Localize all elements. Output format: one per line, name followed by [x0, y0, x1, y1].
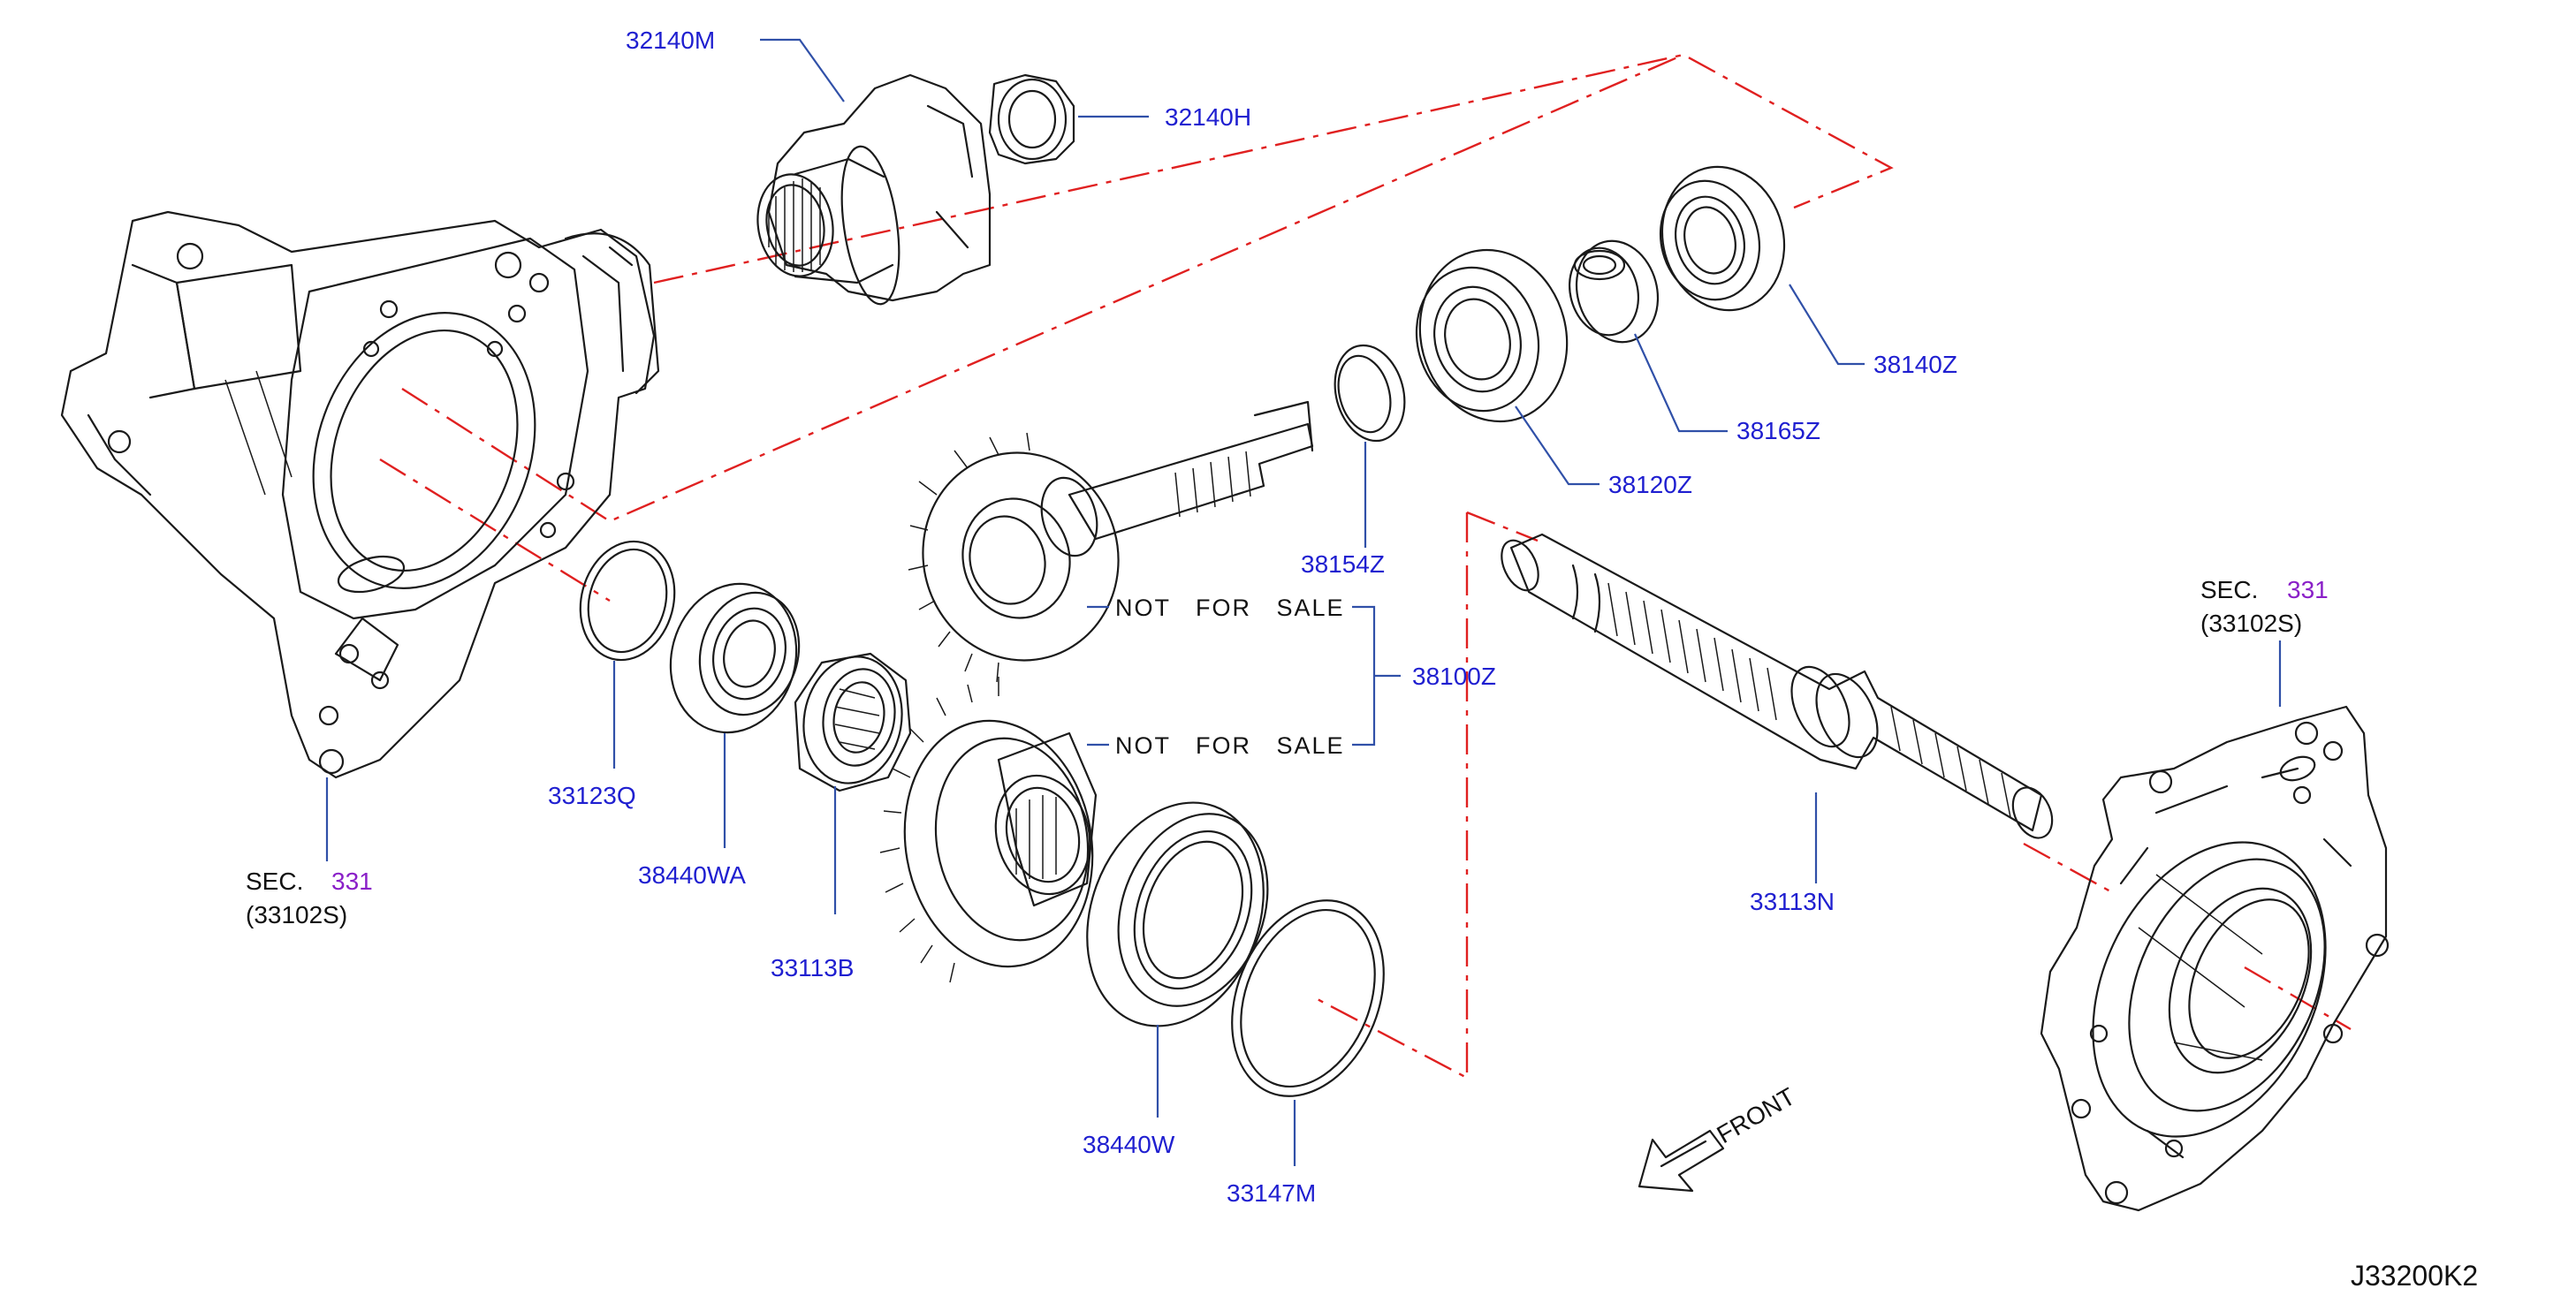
sec-right-prefix: SEC. — [2200, 576, 2258, 603]
part-32140M-flange — [756, 73, 992, 306]
label-32140H: 32140H — [1165, 103, 1251, 131]
part-32140H-nut — [988, 73, 1075, 165]
sec-left-prefix: SEC. — [246, 868, 303, 895]
label-38140Z: 38140Z — [1873, 351, 1957, 378]
part-33123Q-snap-ring — [579, 540, 676, 662]
part-38165Z-sleeve — [1568, 239, 1660, 344]
section-ref-left: SEC. 331 (33102S) — [246, 868, 373, 928]
sec-right-code: (33102S) — [2200, 610, 2302, 637]
label-38440WA: 38440WA — [638, 861, 746, 889]
label-33113B: 33113B — [771, 954, 854, 981]
label-33123Q: 33123Q — [548, 782, 636, 809]
label-38440W: 38440W — [1083, 1131, 1175, 1158]
part-33113B-lock-nut — [794, 652, 912, 792]
part-38140Z-bearing — [1659, 165, 1786, 312]
label-32140M: 32140M — [626, 27, 715, 54]
transfer-case-housing — [60, 210, 660, 779]
section-ref-right: SEC. 331 (33102S) — [2200, 576, 2329, 637]
label-38165Z: 38165Z — [1736, 417, 1820, 444]
label-38120Z: 38120Z — [1608, 471, 1692, 498]
ring-gear — [879, 677, 1098, 983]
front-direction-arrow: FRONT — [1638, 1082, 1800, 1193]
sec-left-number: 331 — [331, 868, 373, 895]
label-33147M: 33147M — [1227, 1179, 1316, 1207]
part-number-labels: 32140M 32140H 38140Z 38165Z 38120Z 38154… — [548, 27, 1957, 1207]
not-for-sale-upper: NOT FOR SALE — [1115, 595, 1345, 621]
not-for-sale-notes: NOT FOR SALE NOT FOR SALE — [1115, 595, 1345, 759]
transfer-case-cover — [2040, 705, 2390, 1212]
not-for-sale-lower: NOT FOR SALE — [1115, 732, 1345, 759]
label-38100Z: 38100Z — [1412, 663, 1496, 690]
part-38440W-bearing — [1086, 801, 1269, 1027]
label-33113N: 33113N — [1750, 888, 1835, 915]
part-38154Z-spacer — [1334, 344, 1406, 443]
front-label: FRONT — [1713, 1082, 1800, 1148]
drive-pinion-gear — [908, 400, 1314, 683]
sec-right-number: 331 — [2287, 576, 2329, 603]
leader-lines — [325, 38, 2282, 1166]
part-38440WA-bearing — [669, 582, 801, 734]
part-33147M-snap-ring — [1231, 899, 1385, 1097]
label-38154Z: 38154Z — [1301, 550, 1385, 578]
diagram-code: J33200K2 — [2351, 1260, 2478, 1292]
part-38120Z-bearing — [1415, 248, 1569, 423]
part-33113N-main-shaft — [1501, 533, 2054, 839]
sec-left-code: (33102S) — [246, 901, 347, 928]
